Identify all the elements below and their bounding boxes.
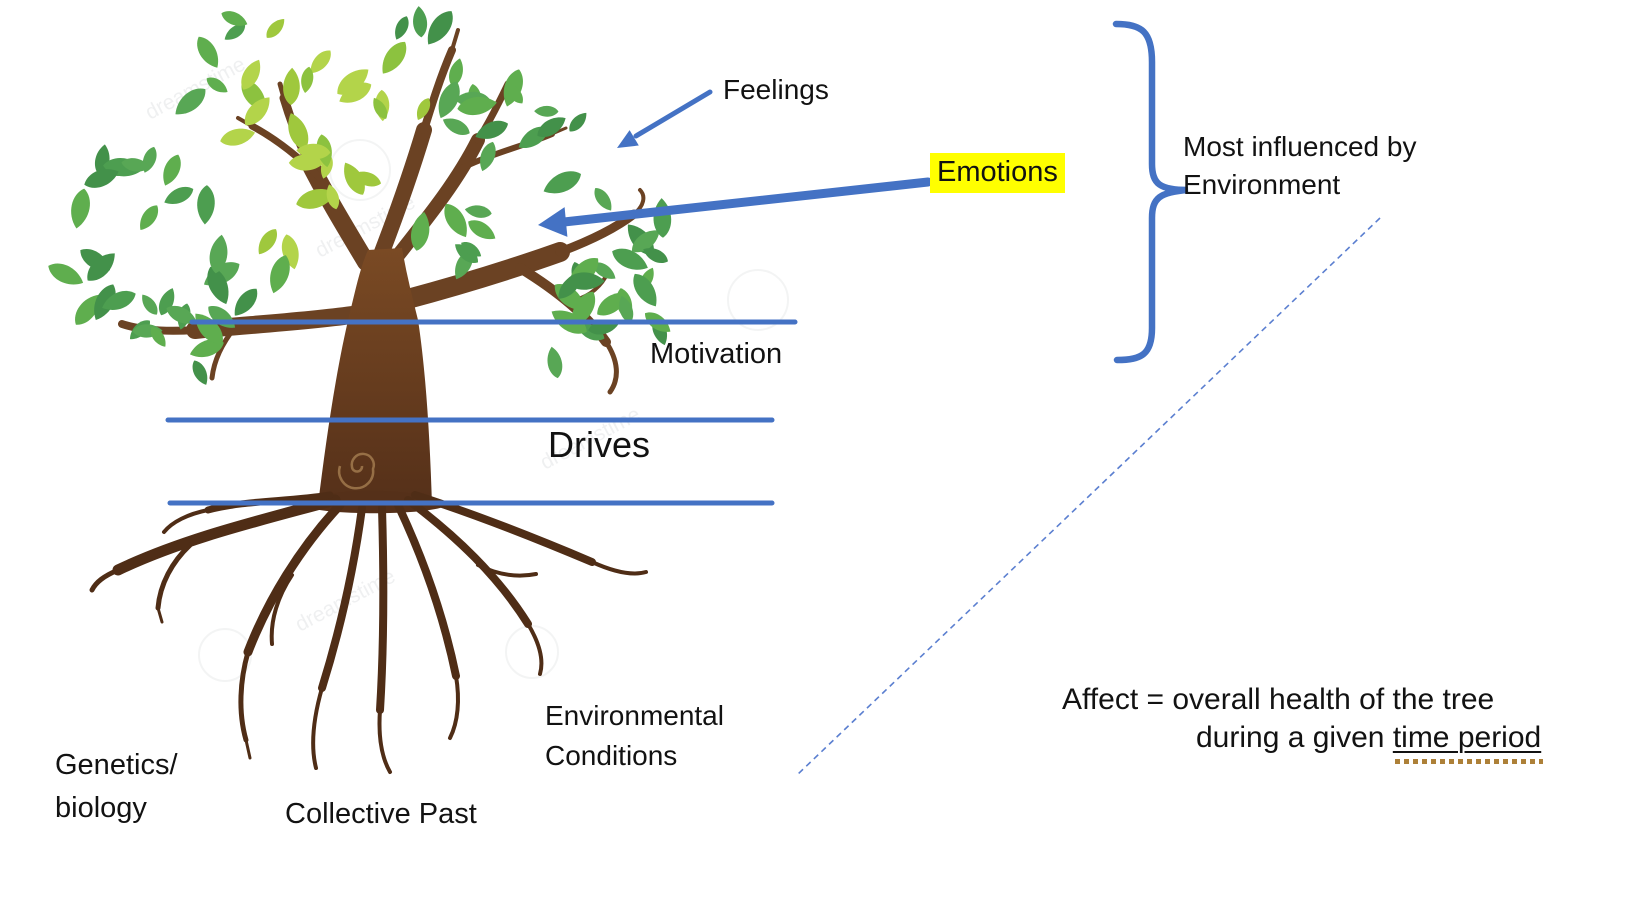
feelings-arrow [617, 89, 713, 148]
leaf-canopy [48, 6, 672, 385]
emotions-arrow [538, 177, 933, 237]
feelings-label: Feelings [723, 74, 829, 105]
dotted-connector-line [796, 217, 1381, 776]
environmental-conditions-label: Environmental Conditions [545, 700, 724, 771]
drives-label: Drives [548, 424, 651, 465]
time-period-underlined: time period [1392, 721, 1542, 754]
emotions-highlight: Emotions [930, 153, 1065, 193]
tree-illustration [48, 6, 672, 774]
collective-past-label: Collective Past [285, 798, 477, 830]
most-influenced-label: Most influenced by Environment [1183, 131, 1417, 200]
emotions-label: Emotions [930, 153, 1065, 193]
curly-brace [1112, 20, 1189, 364]
affect-line2-prefix: during a given [1196, 721, 1393, 754]
affect-definition-line2: during a given time period [1196, 721, 1541, 755]
annotation-graphics [165, 20, 1381, 776]
tree-branches [118, 28, 646, 395]
tree-trunk [318, 248, 432, 505]
motivation-label: Motivation [650, 338, 783, 370]
affect-definition-line1: Affect = overall health of the tree [1062, 683, 1495, 716]
genetics-biology-label: Genetics/ biology [55, 749, 178, 824]
trunk-spiral-decoration [337, 452, 375, 490]
tree-roots [89, 491, 648, 774]
watermark-text: dreamstime [142, 53, 250, 125]
